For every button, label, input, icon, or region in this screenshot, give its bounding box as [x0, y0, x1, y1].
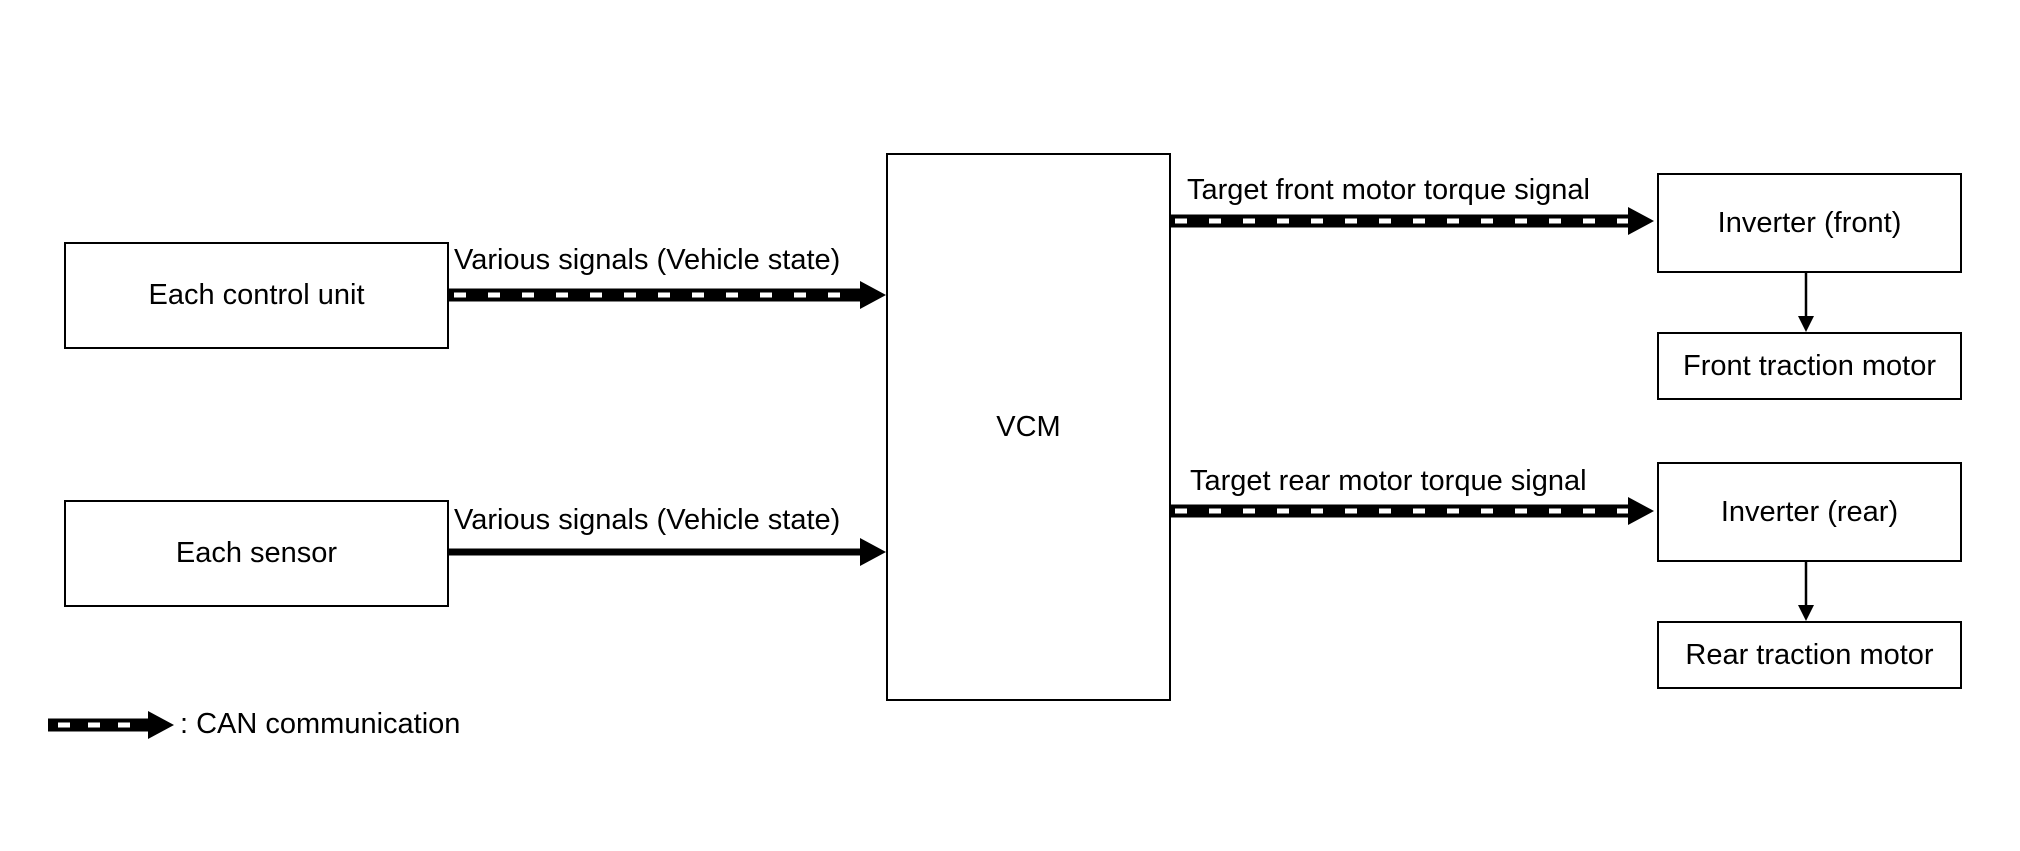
rear-traction-motor-box: Rear traction motor: [1657, 621, 1962, 689]
each-sensor-box: Each sensor: [64, 500, 449, 607]
signal-label-control-unit: Various signals (Vehicle state): [454, 244, 841, 276]
inverter-front-box: Inverter (front): [1657, 173, 1962, 273]
arrow-sensor-to-vcm: [448, 538, 886, 566]
vcm-box: VCM: [886, 153, 1171, 701]
signal-label-front-torque: Target front motor torque signal: [1187, 174, 1590, 206]
arrow-vcm-to-inverter-rear: [1169, 497, 1654, 525]
front-traction-motor-box: Front traction motor: [1657, 332, 1962, 400]
arrow-inverter-front-to-motor: [1798, 272, 1814, 332]
signal-label-sensor: Various signals (Vehicle state): [454, 504, 841, 536]
arrow-inverter-rear-to-motor: [1798, 561, 1814, 621]
can-communication-arrow-icon: [48, 711, 174, 739]
legend-text: : CAN communication: [180, 708, 461, 740]
arrow-control-unit-to-vcm: [448, 281, 886, 309]
arrow-vcm-to-inverter-front: [1169, 207, 1654, 235]
signal-label-rear-torque: Target rear motor torque signal: [1190, 465, 1587, 497]
each-control-unit-box: Each control unit: [64, 242, 449, 349]
inverter-rear-box: Inverter (rear): [1657, 462, 1962, 562]
